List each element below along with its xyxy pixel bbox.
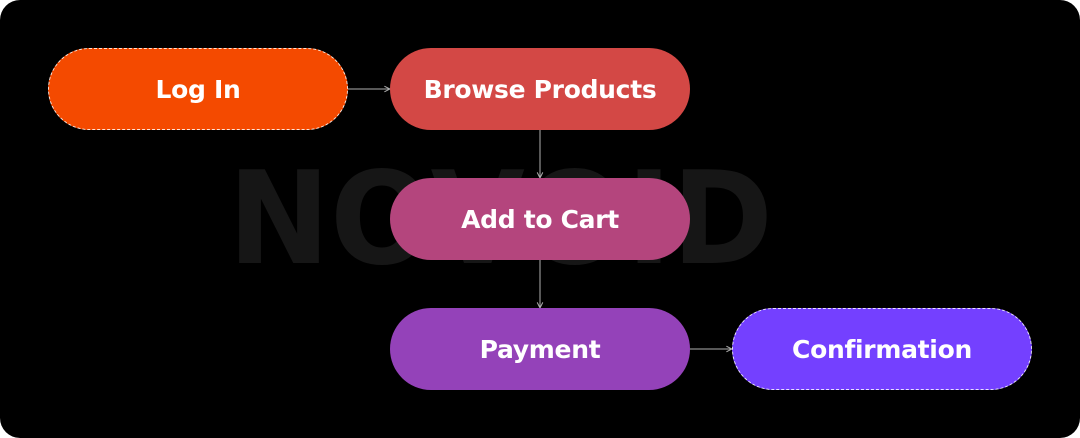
node-label: Browse Products xyxy=(423,74,657,104)
node-browse-products[interactable]: Browse Products xyxy=(390,48,690,130)
node-log-in[interactable]: Log In xyxy=(48,48,348,130)
node-confirmation[interactable]: Confirmation xyxy=(732,308,1032,390)
node-label: Add to Cart xyxy=(461,204,619,234)
node-payment[interactable]: Payment xyxy=(390,308,690,390)
node-label: Confirmation xyxy=(792,334,972,364)
node-label: Log In xyxy=(155,74,241,104)
node-add-to-cart[interactable]: Add to Cart xyxy=(390,178,690,260)
node-label: Payment xyxy=(479,334,601,364)
